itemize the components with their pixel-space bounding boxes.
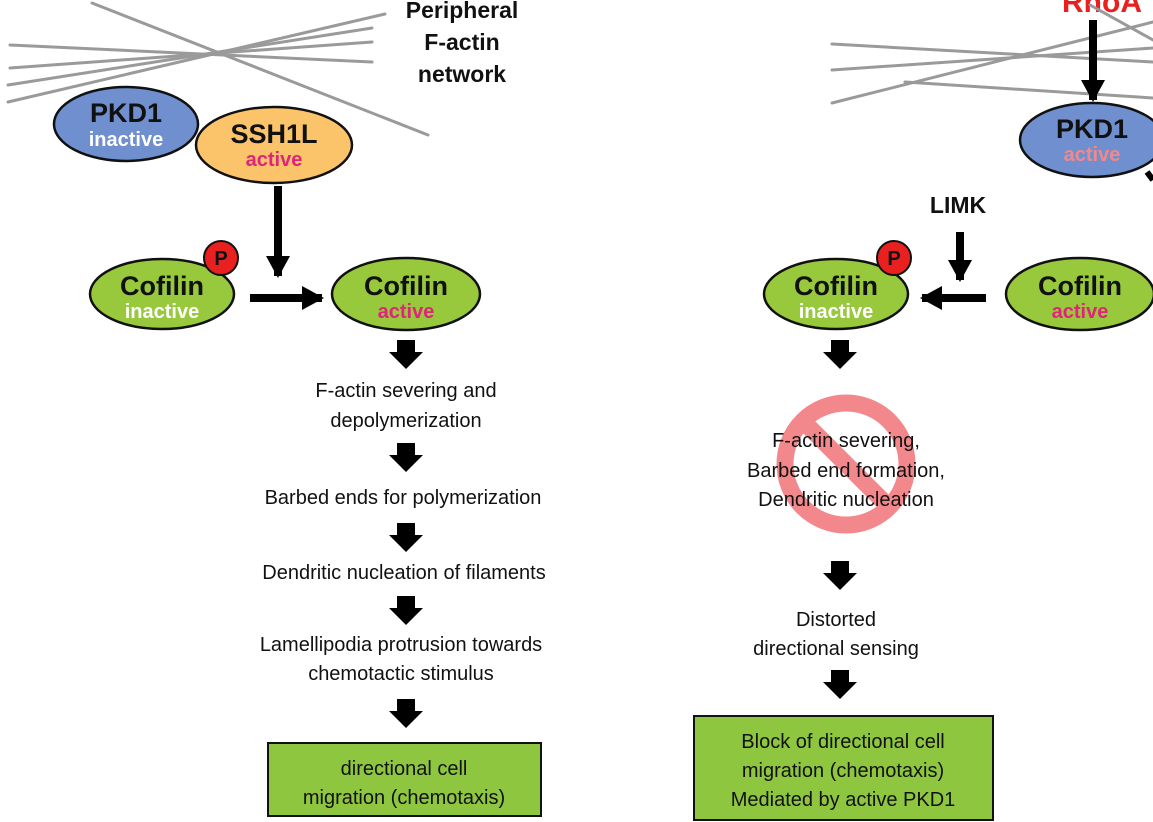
consequence-text: Distorted <box>796 609 876 631</box>
cofilin-label: Cofilin <box>1038 271 1122 301</box>
network-label-line: Peripheral <box>406 0 519 23</box>
step-text: depolymerization <box>330 410 481 432</box>
step-arrow <box>389 596 423 625</box>
limk-label: LIMK <box>930 192 987 218</box>
step-severing: F-actin severing and depolymerization <box>315 380 496 432</box>
step-arrow <box>389 523 423 552</box>
outcome-box-left: directional cell migration (chemotaxis) <box>267 742 542 817</box>
cofilin-label: Cofilin <box>120 271 204 301</box>
cofilin-state: active <box>1052 301 1109 323</box>
blocked-step-text: F-actin severing, <box>772 430 920 452</box>
step-dendritic-nucleation: Dendritic nucleation of filaments <box>262 562 545 584</box>
ssh1l-active-node: SSH1L active <box>194 105 354 185</box>
phospho-label: P <box>887 248 900 270</box>
step-lamellipodia: Lamellipodia protrusion towards chemotac… <box>260 634 542 685</box>
step-arrow <box>389 443 423 472</box>
blocked-step-text: Barbed end formation, <box>747 460 945 482</box>
rhoa-label: RhoA <box>1062 0 1142 19</box>
step-arrow <box>823 670 857 699</box>
outcome-text: Block of directional cell <box>741 731 944 753</box>
network-label: Peripheral F-actin network <box>406 0 519 87</box>
network-label-line: network <box>418 61 506 87</box>
outcome-text: migration (chemotaxis) <box>303 787 505 809</box>
outcome-box-right: Block of directional cell migration (che… <box>693 715 994 821</box>
pkd1-inactive-node: PKD1 inactive <box>52 85 200 163</box>
step-text: Lamellipodia protrusion towards <box>260 634 542 656</box>
blocked-steps: F-actin severing, Barbed end formation, … <box>747 430 945 511</box>
cofilin-inactive-node-left: Cofilin inactive P <box>88 240 239 331</box>
network-label-line: F-actin <box>424 29 499 55</box>
phospho-badge: P <box>203 240 239 276</box>
phospho-label: P <box>214 248 227 270</box>
pkd1-state: inactive <box>89 129 163 151</box>
blocked-step-text: Dendritic nucleation <box>758 489 934 511</box>
step-arrow <box>389 340 423 369</box>
no-sign-icon <box>776 394 916 534</box>
cofilin-state: active <box>378 301 435 323</box>
step-arrow <box>823 561 857 590</box>
pkd1-state: active <box>1064 144 1121 166</box>
consequence-text: directional sensing <box>753 638 919 660</box>
arrow-fragment <box>1144 170 1153 182</box>
outcome-text: directional cell <box>341 758 468 780</box>
cofilin-active-node-left: Cofilin active <box>330 256 482 332</box>
ssh1l-state: active <box>246 149 303 171</box>
phospho-badge: P <box>876 240 912 276</box>
step-text: F-actin severing and <box>315 380 496 402</box>
cofilin-state: inactive <box>799 301 873 323</box>
step-barbed-ends: Barbed ends for polymerization <box>265 487 542 509</box>
step-arrow <box>823 340 857 369</box>
pkd1-active-node: PKD1 active <box>1018 101 1153 179</box>
ssh1l-label: SSH1L <box>230 119 317 149</box>
step-text: chemotactic stimulus <box>308 663 494 685</box>
cofilin-label: Cofilin <box>794 271 878 301</box>
outcome-text: migration (chemotaxis) <box>742 760 944 782</box>
actin-network-right <box>830 3 1153 105</box>
cofilin-active-node-right: Cofilin active <box>1004 256 1153 332</box>
pkd1-label: PKD1 <box>1056 114 1128 144</box>
step-arrow <box>389 699 423 728</box>
consequence: Distorted directional sensing <box>753 609 919 660</box>
pkd1-label: PKD1 <box>90 98 162 128</box>
outcome-text: Mediated by active PKD1 <box>731 789 956 811</box>
cofilin-inactive-node-right: Cofilin inactive P <box>762 240 912 331</box>
cofilin-state: inactive <box>125 301 199 323</box>
cofilin-label: Cofilin <box>364 271 448 301</box>
actin-network-left <box>6 1 430 137</box>
